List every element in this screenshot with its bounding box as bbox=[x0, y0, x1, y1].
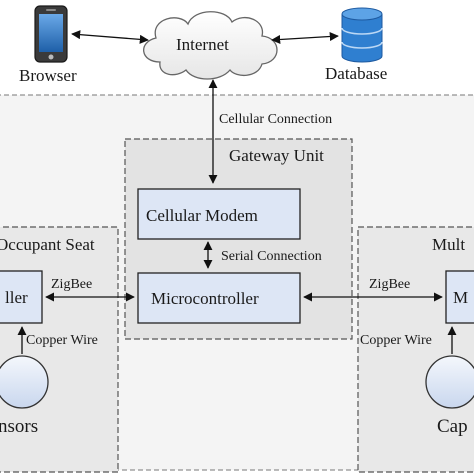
right-group-label: Mult bbox=[432, 235, 465, 254]
zigbee-left-label: ZigBee bbox=[51, 277, 92, 292]
microcontroller-label: Microcontroller bbox=[151, 289, 259, 308]
edge-internet-database bbox=[271, 31, 339, 45]
left-microcontroller-label: ller bbox=[5, 288, 28, 307]
right-sensor-icon bbox=[425, 355, 474, 409]
cellular-modem-label: Cellular Modem bbox=[146, 206, 258, 225]
copper-wire-left-label: Copper Wire bbox=[26, 333, 98, 348]
left-sensor-icon bbox=[0, 355, 49, 409]
right-sensors-label: Cap bbox=[437, 416, 468, 437]
browser-label: Browser bbox=[19, 66, 77, 85]
smartphone-icon bbox=[34, 5, 68, 63]
left-sensors-label: nsors bbox=[0, 416, 38, 437]
microcontroller-box bbox=[137, 272, 301, 324]
left-microcontroller-box bbox=[0, 270, 43, 324]
database-icon bbox=[341, 7, 383, 63]
cellular-modem-box bbox=[137, 188, 301, 240]
right-microcontroller-box bbox=[445, 270, 474, 324]
cellular-connection-label: Cellular Connection bbox=[219, 112, 332, 127]
occupant-seat-group bbox=[0, 226, 119, 473]
right-microcontroller-label: M bbox=[453, 288, 468, 307]
edge-browser-internet bbox=[71, 30, 149, 44]
cloud-icon bbox=[143, 11, 278, 80]
gateway-unit-label: Gateway Unit bbox=[229, 146, 324, 165]
zigbee-right-label: ZigBee bbox=[369, 277, 410, 292]
right-group bbox=[357, 226, 474, 473]
copper-wire-right-label: Copper Wire bbox=[360, 333, 432, 348]
database-label: Database bbox=[325, 64, 387, 83]
serial-connection-label: Serial Connection bbox=[221, 249, 322, 264]
occupant-seat-label: Occupant Seat bbox=[0, 235, 95, 254]
internet-label: Internet bbox=[176, 35, 229, 54]
